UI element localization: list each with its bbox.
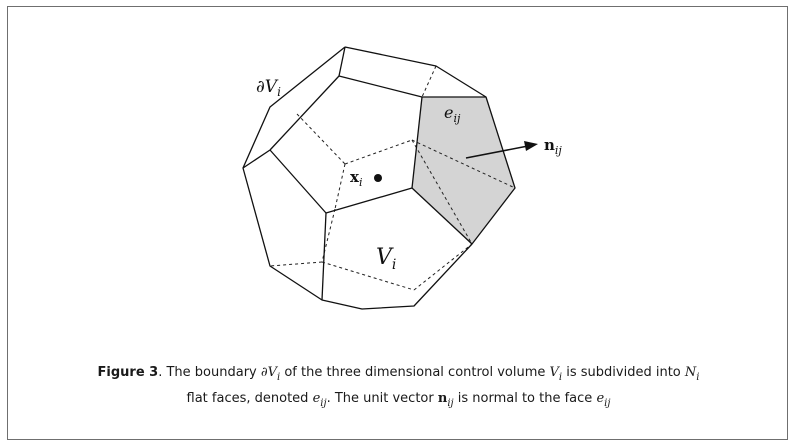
caption-line-1: Figure 3. The boundary ∂Vi of the three … bbox=[97, 365, 700, 383]
caption-line-2: flat faces, denoted eij. The unit vector… bbox=[186, 391, 611, 409]
shaded-face-eij bbox=[412, 97, 515, 244]
volume-label: Vi bbox=[376, 245, 396, 273]
figure-number: Figure 3 bbox=[97, 365, 159, 380]
center-label: xi bbox=[350, 168, 362, 189]
visible-edges bbox=[242, 46, 516, 310]
hidden-edges bbox=[269, 65, 516, 291]
normal-label: nij bbox=[544, 136, 562, 157]
figure-caption: Figure 3. The boundary ∂Vi of the three … bbox=[10, 362, 787, 414]
figure-frame bbox=[7, 6, 788, 440]
center-point bbox=[374, 174, 382, 182]
face-label: eij bbox=[444, 103, 461, 125]
normal-vector-line bbox=[465, 145, 529, 159]
boundary-label: ∂Vi bbox=[256, 77, 281, 99]
arrowhead-icon bbox=[524, 141, 538, 151]
